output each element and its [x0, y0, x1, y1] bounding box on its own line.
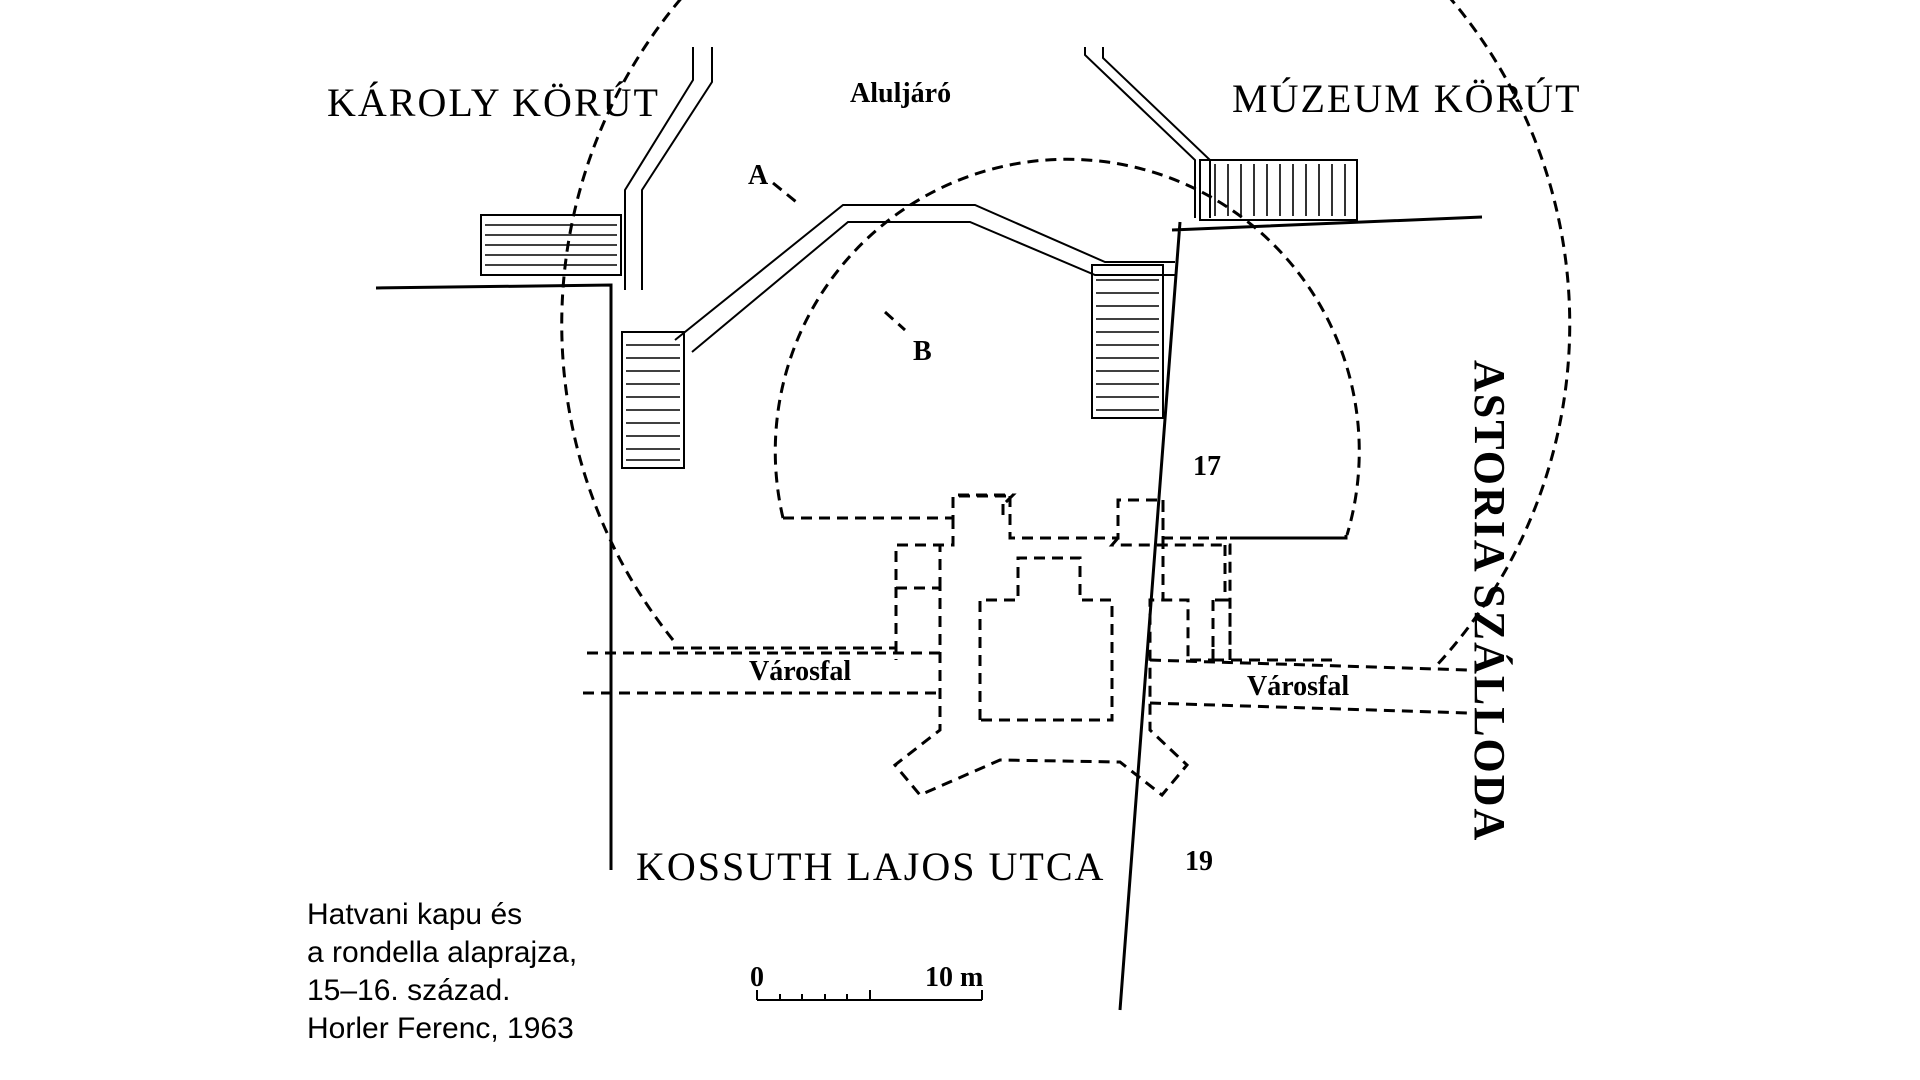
gate-central-passage — [892, 545, 1190, 798]
label-a-leader — [772, 181, 801, 207]
scale-bar — [756, 990, 983, 1001]
muzeum-street-line — [1118, 215, 1483, 1011]
gate-main-outline — [1008, 496, 1348, 540]
muzeum-underpass-edge — [1084, 47, 1211, 218]
caption-line: Hatvani kapu és — [307, 898, 523, 931]
central-underpass — [674, 204, 1175, 353]
city-wall-left — [583, 651, 940, 695]
stair-karoly — [480, 214, 622, 276]
stair-left — [621, 331, 685, 469]
label-b-leader — [883, 310, 907, 332]
gate-inner-room — [978, 556, 1114, 722]
scale-ten-label: 10 m — [925, 962, 983, 993]
city-wall-label-right: Városfal — [1247, 671, 1349, 702]
gate-building-outline — [783, 494, 1010, 520]
caption-line: a rondella alaprajza, — [307, 936, 578, 969]
caption-line: Horler Ferenc, 1963 — [307, 1012, 574, 1045]
underpass-label: Aluljáró — [850, 78, 951, 109]
house-number-19: 19 — [1185, 846, 1213, 877]
street-label-karoly: KÁROLY KÖRÚT — [327, 80, 660, 125]
karoly-street-line — [375, 283, 613, 870]
karoly-underpass-edge — [624, 47, 713, 290]
scale-zero-label: 0 — [750, 962, 764, 993]
street-label-kossuth: KOSSUTH LAJOS UTCA — [636, 844, 1105, 889]
house-number-17: 17 — [1193, 451, 1221, 482]
caption-line: 15–16. század. — [307, 974, 511, 1007]
gate-building-outline — [783, 493, 1017, 520]
outline-a-label: A — [748, 160, 769, 191]
outline-b-label: B — [913, 336, 932, 367]
rondella-outline-a — [560, 0, 1572, 667]
street-label-muzeum: MÚZEUM KÖRÚT — [1232, 76, 1582, 121]
stair-center — [1091, 264, 1164, 419]
stair-muzeum — [1199, 159, 1358, 221]
rondella-outline-b — [773, 157, 1361, 536]
building-label-astoria: ASTORIA SZÁLLODA — [1465, 360, 1514, 842]
right-bastion-edge — [1211, 536, 1346, 662]
left-bastion-edge — [673, 646, 896, 650]
city-wall-label-left: Városfal — [749, 656, 851, 687]
figure-caption: Hatvani kapu és a rondella alaprajza, 15… — [307, 896, 707, 1048]
